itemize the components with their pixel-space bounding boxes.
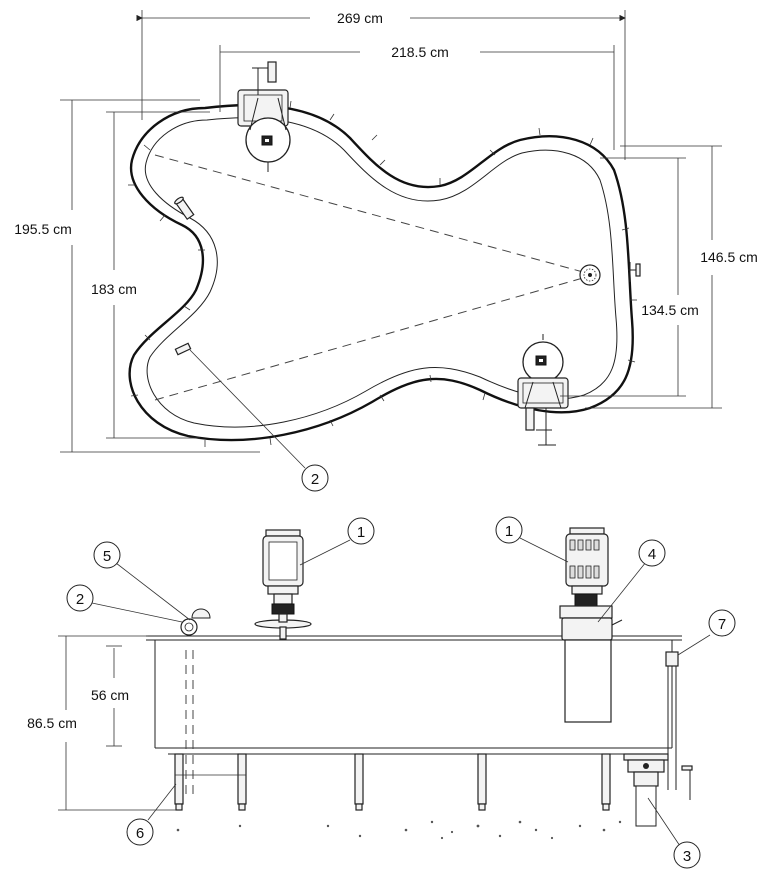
callout-3: 3 <box>683 848 691 865</box>
skimmer-opening <box>174 342 192 356</box>
inlet-nozzle <box>174 196 195 221</box>
dim-inner-width: 183 cm <box>91 281 137 297</box>
submerged-pump-housing <box>564 639 612 723</box>
tub-outer-rim <box>128 103 634 442</box>
callout-1-left: 1 <box>357 524 365 541</box>
filter-unit-side-2 <box>559 527 623 723</box>
callout-1-right: 1 <box>505 523 513 540</box>
top-view: 269 cm 218.5 cm 195.5 cm 183 cm 146.5 cm… <box>14 10 758 492</box>
overflow-pipe <box>665 651 693 800</box>
dim-right-overall-width: 146.5 cm <box>700 249 758 265</box>
dim-water-depth: 56 cm <box>91 687 129 703</box>
support-legs <box>174 753 611 811</box>
filter-unit-top-view-2 <box>517 334 569 446</box>
callout-4: 4 <box>648 546 656 563</box>
skimmer-cap <box>191 608 211 619</box>
rim-bolts <box>128 100 637 447</box>
filter-unit-side-1 <box>254 529 312 640</box>
side-valve <box>628 262 641 282</box>
filter-unit-top-view-1 <box>237 61 291 172</box>
tub-inner-rim <box>144 117 618 428</box>
side-view: 86.5 cm 56 cm 5 2 1 1 4 7 6 3 <box>27 516 736 869</box>
drain-assembly <box>623 753 669 827</box>
callout-2-top: 2 <box>311 471 319 488</box>
callout-2-side: 2 <box>76 591 84 608</box>
dim-right-inner-width: 134.5 cm <box>641 302 699 318</box>
ground-debris <box>176 820 622 840</box>
callout-5: 5 <box>103 548 111 565</box>
skimmer-fitting <box>180 618 198 636</box>
dim-overall-width: 195.5 cm <box>14 221 72 237</box>
dim-overall-length: 269 cm <box>337 10 383 26</box>
dashed-line-upper <box>154 154 584 273</box>
dim-inner-length: 218.5 cm <box>391 44 449 60</box>
callout-7: 7 <box>718 616 726 633</box>
callout-6: 6 <box>136 825 144 842</box>
dim-total-height: 86.5 cm <box>27 715 77 731</box>
